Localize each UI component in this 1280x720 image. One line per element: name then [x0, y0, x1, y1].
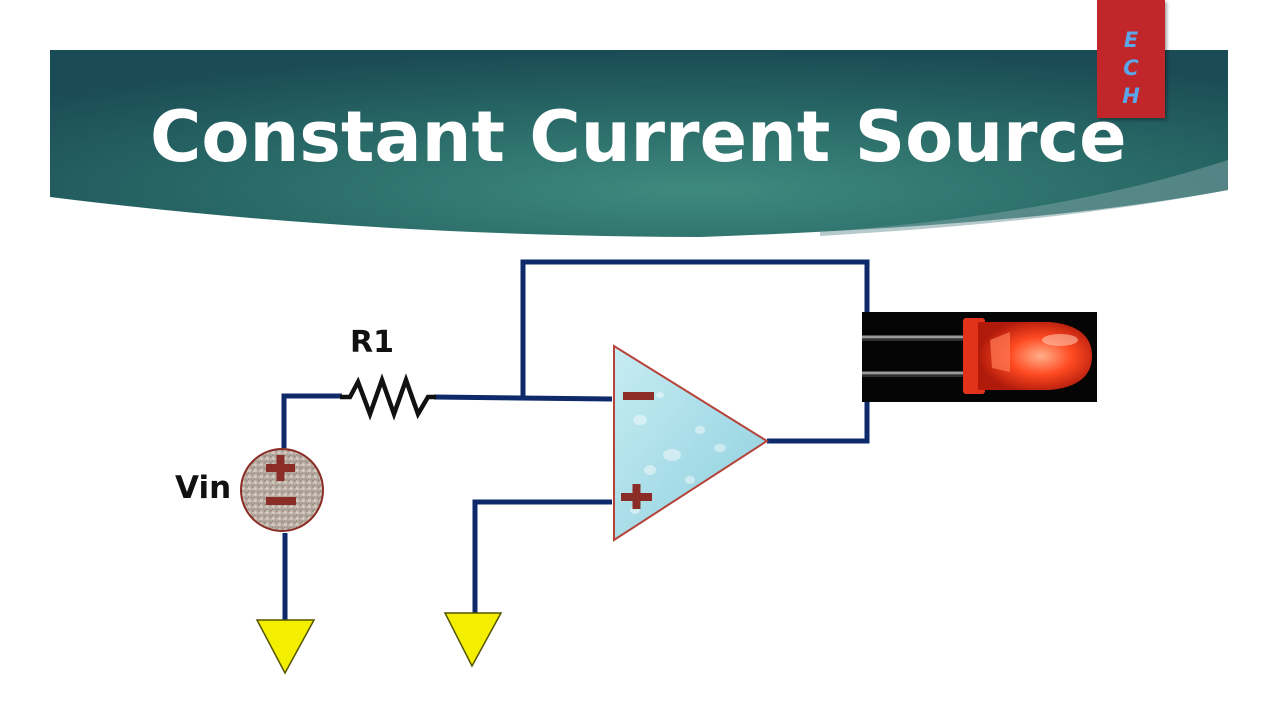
wire-feedback: [520, 259, 870, 399]
ground-symbol-right: [443, 612, 503, 668]
badge-letter-1: E: [1123, 28, 1139, 52]
badge-letter-3: H: [1122, 84, 1140, 108]
wire-source-top: [281, 393, 342, 448]
led-photo: [862, 312, 1097, 402]
wire-output: [767, 400, 870, 444]
channel-badge: E C H: [1097, 0, 1165, 118]
opamp-minus-sign: [623, 392, 654, 400]
wire-noninverting: [472, 499, 612, 614]
voltage-source-symbol: [240, 448, 324, 532]
source-label: Vin: [175, 470, 232, 506]
resistor-r1-symbol: [340, 373, 436, 421]
banner-swoosh: [820, 160, 1228, 236]
wires: [281, 259, 870, 620]
slide-title: Constant Current Source: [150, 96, 1127, 178]
opamp-plus-v: [632, 484, 641, 509]
opamp-symbol: [613, 344, 769, 542]
ground-symbol-left: [255, 619, 316, 675]
title-banner: [50, 50, 1228, 237]
resistor-label: R1: [350, 325, 394, 360]
badge-letter-2: C: [1123, 56, 1139, 80]
